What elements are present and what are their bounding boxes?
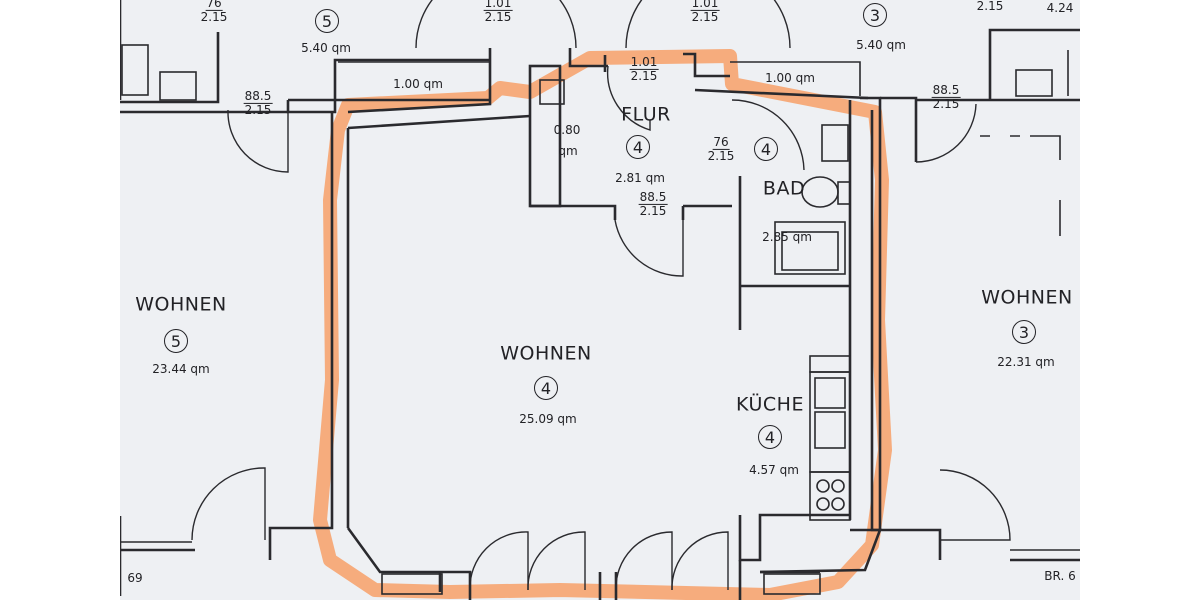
edge-dimension-right-2: 4.24 <box>1046 1 1074 15</box>
room-flur-area: 2.81 qm <box>615 171 665 185</box>
room-bad-area: 2.85 qm <box>762 230 812 244</box>
door-arc-entry <box>606 65 651 131</box>
room-wohnen-5-number: 5 <box>164 329 188 353</box>
room-wohnen-3-name: WOHNEN <box>981 286 1073 309</box>
door-arc-right-upper <box>915 103 977 163</box>
apartment-4-walls <box>268 48 882 600</box>
room-wohnen-4-name: WOHNEN <box>500 342 592 365</box>
room-wohnen-4-number: 4 <box>534 376 558 400</box>
door-arc-top-right <box>625 0 791 49</box>
door-arc-bad <box>731 99 805 171</box>
balcony-left-width: 1.00 qm <box>393 77 443 91</box>
shaft-unit: qm <box>558 144 578 158</box>
room-kueche-area: 4.57 qm <box>749 463 799 477</box>
room-kueche-name: KÜCHE <box>736 393 804 416</box>
edge-dimension-right: 2.15 <box>976 0 1004 13</box>
room-bad-number: 4 <box>754 137 778 161</box>
room-wohnen-5-area: 23.44 qm <box>152 362 210 376</box>
door-arc-right-lower <box>939 469 1011 541</box>
balcony-right-number: 3 <box>863 3 887 27</box>
door-arc-bottom-2 <box>527 531 586 591</box>
bottom-left-marker: 69 <box>127 571 143 585</box>
door-arc-top-left <box>415 0 577 49</box>
door-arc-bottom-3 <box>615 531 673 591</box>
apartment-4-highlight <box>313 49 892 600</box>
room-kueche-number: 4 <box>758 425 782 449</box>
room-bad-name: BAD <box>762 177 806 200</box>
door-arc-bottom-4 <box>671 531 729 591</box>
door-arc-flur <box>614 219 684 277</box>
door-arc-left-upper <box>227 109 289 173</box>
shaft-dimension: 0.80 <box>553 123 581 137</box>
balcony-right-area: 5.40 qm <box>856 38 906 52</box>
floor-plan-photo: WOHNEN 4 25.09 qm WOHNEN 5 23.44 qm WOHN… <box>120 0 1080 600</box>
left-neighbour-walls <box>120 0 491 596</box>
door-arc-left-lower <box>191 467 266 541</box>
balcony-right-width: 1.00 qm <box>765 71 815 85</box>
room-flur-name: FLUR <box>621 103 671 126</box>
door-arc-bottom-1 <box>469 531 529 591</box>
right-neighbour-walls <box>730 28 1080 562</box>
room-flur-number: 4 <box>626 135 650 159</box>
room-wohnen-4-area: 25.09 qm <box>519 412 577 426</box>
balcony-left-area: 5.40 qm <box>301 41 351 55</box>
room-wohnen-5-name: WOHNEN <box>135 293 227 316</box>
room-wohnen-3-area: 22.31 qm <box>997 355 1055 369</box>
bottom-right-marker: BR. 6 <box>1044 569 1076 583</box>
floor-plan-drawing <box>120 0 1080 600</box>
balcony-left-number: 5 <box>315 9 339 33</box>
room-wohnen-3-number: 3 <box>1012 320 1036 344</box>
